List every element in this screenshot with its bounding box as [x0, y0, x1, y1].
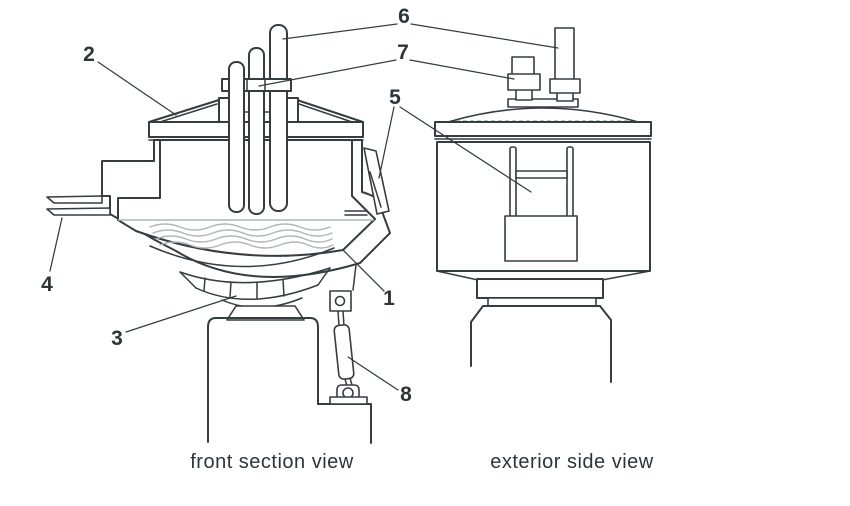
leader-6-right: [410, 23, 559, 49]
side-door: [504, 146, 578, 262]
electrode-middle: [248, 47, 265, 215]
leader-7-right: [409, 59, 515, 80]
rocker-tick: [282, 279, 285, 297]
leader-5-right: [399, 106, 532, 193]
cylinder-rod: [337, 310, 345, 327]
side-taper: [436, 270, 651, 281]
captions: front section view exterior side view: [190, 451, 654, 473]
door-panel: [504, 215, 578, 262]
label-1: 1: [383, 287, 395, 310]
leader-3: [125, 295, 237, 333]
rocker-tick: [203, 277, 206, 292]
tilting-rocker: [179, 264, 357, 309]
label-4: 4: [41, 273, 53, 296]
chute-body: [363, 147, 390, 215]
stub-clamp-right: [549, 78, 581, 94]
electrode-port-right: [286, 97, 299, 123]
bath-wave: [155, 235, 333, 243]
label-8: 8: [400, 383, 412, 406]
rocker-tick: [229, 281, 232, 298]
side-pedestal: [470, 305, 612, 383]
electrode-right: [269, 24, 288, 212]
stub-right: [554, 27, 575, 81]
bath-wave: [159, 241, 334, 249]
chute-inner-edge: [369, 171, 382, 208]
leader-8: [347, 356, 399, 391]
bath-wave: [152, 229, 333, 237]
rocker-bottom-arc: [195, 284, 319, 300]
hearth-inner-arc: [149, 245, 335, 268]
label-7: 7: [397, 41, 409, 64]
slag-chute: [363, 147, 390, 215]
molten-bath: [118, 219, 374, 268]
spout-upper-lip: [46, 195, 103, 204]
stub-left-upper: [511, 56, 535, 76]
leader-lines: [49, 23, 559, 391]
roof-dome: [447, 107, 639, 123]
label-5: 5: [389, 86, 401, 109]
door-rail-right: [566, 146, 574, 218]
electrodes: [221, 24, 292, 215]
label-6: 6: [398, 5, 410, 28]
front-view: [46, 24, 391, 444]
cylinder-top-pin: [334, 295, 346, 307]
side-view-caption: exterior side view: [490, 451, 654, 473]
label-3: 3: [111, 327, 123, 350]
front-view-caption: front section view: [190, 451, 354, 473]
label-2: 2: [83, 43, 95, 66]
stub-clamp-left: [507, 73, 541, 91]
cylinder-body: [333, 324, 355, 380]
bath-wave: [149, 223, 331, 231]
rocker-left-edge: [179, 271, 197, 289]
rocker-top-arc: [179, 267, 331, 284]
side-view: [434, 27, 652, 383]
leader-7-left: [258, 59, 397, 87]
leader-6-left: [282, 23, 398, 40]
rocker-right-edge: [317, 264, 357, 291]
stub-plate: [507, 98, 579, 108]
side-base: [436, 270, 651, 383]
pedestal-body: [207, 317, 319, 443]
electrode-stubs: [507, 27, 581, 102]
door-crossbar: [515, 170, 568, 179]
pedestal-cap: [226, 305, 305, 321]
electrode-left: [228, 61, 245, 213]
pouring-spout: [46, 195, 111, 216]
leader-5-left: [378, 106, 395, 179]
cylinder-foot-step: [329, 396, 368, 405]
side-strip: [487, 297, 597, 307]
number-labels: 1 2 3 4 5 6 7 8: [41, 5, 412, 406]
leader-2: [97, 61, 177, 116]
ground-plate: [317, 403, 372, 444]
leader-4: [49, 217, 63, 272]
tilt-cylinder-assembly: [329, 290, 368, 405]
side-roof-ring: [434, 121, 652, 137]
roof-slope-right: [296, 99, 364, 123]
leader-1: [342, 249, 385, 292]
side-band: [476, 278, 604, 299]
spout-lower-lip: [46, 207, 111, 216]
door-sill-lines: [344, 210, 368, 216]
